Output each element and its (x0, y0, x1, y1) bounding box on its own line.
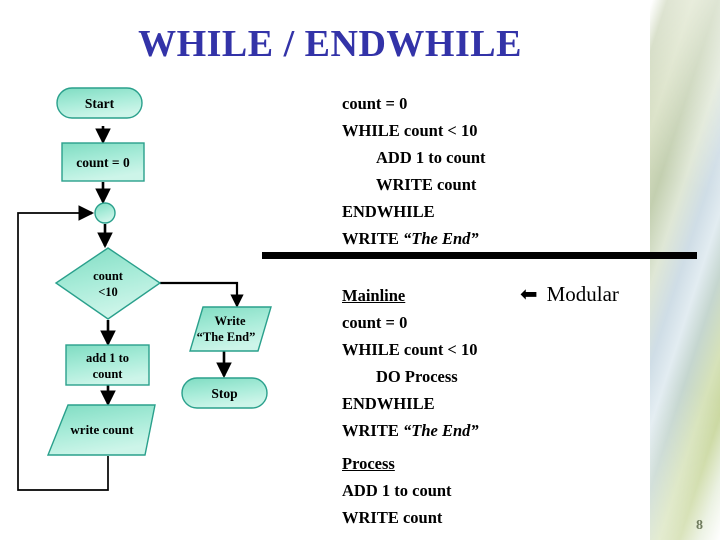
flow-label-add-line1: add 1 to (86, 351, 129, 365)
flow-label-decision-line2: <10 (98, 285, 118, 299)
flowchart: Start count = 0 count <10 add 1 to count… (17, 87, 272, 491)
flow-node-add: add 1 to count (65, 344, 150, 386)
code-line-write-end: WRITE “The End” (342, 417, 479, 444)
flow-label-write-end-line2: “The End” (197, 330, 256, 344)
flow-label-decision-line1: count (93, 269, 124, 283)
code-line: ADD 1 to count (342, 481, 452, 500)
code-line: WHILE count < 10 (342, 121, 478, 140)
flow-node-decision: count <10 (54, 247, 162, 320)
mainline-heading: Mainline (342, 286, 406, 305)
code-line: WRITE count (342, 508, 443, 527)
flow-node-write-end: Write “The End” (189, 306, 272, 352)
code-line: ENDWHILE (342, 202, 435, 221)
flow-label-write-count: write count (70, 422, 134, 437)
flow-label-stop: Stop (211, 386, 237, 401)
flow-label-write-end-line1: Write (214, 314, 245, 328)
code-line: ADD 1 to count (376, 148, 486, 167)
flow-label-add-line2: count (93, 367, 124, 381)
code-line-write-end: WRITE “The End” (342, 225, 486, 252)
code-line: WRITE count (376, 175, 477, 194)
flow-label-start: Start (85, 96, 115, 111)
decorative-edge-white-gap (638, 0, 650, 540)
flow-node-connector (94, 202, 116, 224)
page-title: WHILE / ENDWHILE (138, 23, 522, 65)
code-write-literal: “The End” (402, 229, 479, 248)
flow-node-write-count: write count (46, 404, 156, 456)
flow-node-start: Start (56, 87, 143, 119)
code-write-keyword: WRITE (342, 229, 403, 248)
flow-node-stop: Stop (181, 377, 268, 409)
decorative-edge-sheen (642, 0, 720, 540)
process-heading: Process (342, 454, 395, 473)
left-arrow-icon: ⬅ (520, 282, 538, 306)
code-line: DO Process (376, 367, 458, 386)
code-line: ENDWHILE (342, 394, 435, 413)
code-line: WHILE count < 10 (342, 340, 478, 359)
decorative-edge-band (642, 0, 720, 540)
section-divider (262, 252, 697, 259)
flow-label-init: count = 0 (76, 155, 130, 170)
code-line: count = 0 (342, 94, 408, 113)
code-line: count = 0 (342, 313, 408, 332)
code-write-literal: “The End” (402, 421, 479, 440)
flow-node-init: count = 0 (61, 142, 145, 182)
modular-callout: ⬅ Modular (520, 282, 619, 307)
page-number: 8 (696, 518, 703, 533)
code-write-keyword: WRITE (342, 421, 403, 440)
pseudocode-block-structured: count = 0 WHILE count < 10 ADD 1 to coun… (342, 90, 486, 252)
modular-label: Modular (546, 282, 619, 306)
pseudocode-block-mainline: Mainline count = 0 WHILE count < 10 DO P… (342, 282, 479, 444)
pseudocode-block-process: Process ADD 1 to count WRITE count (342, 450, 452, 531)
